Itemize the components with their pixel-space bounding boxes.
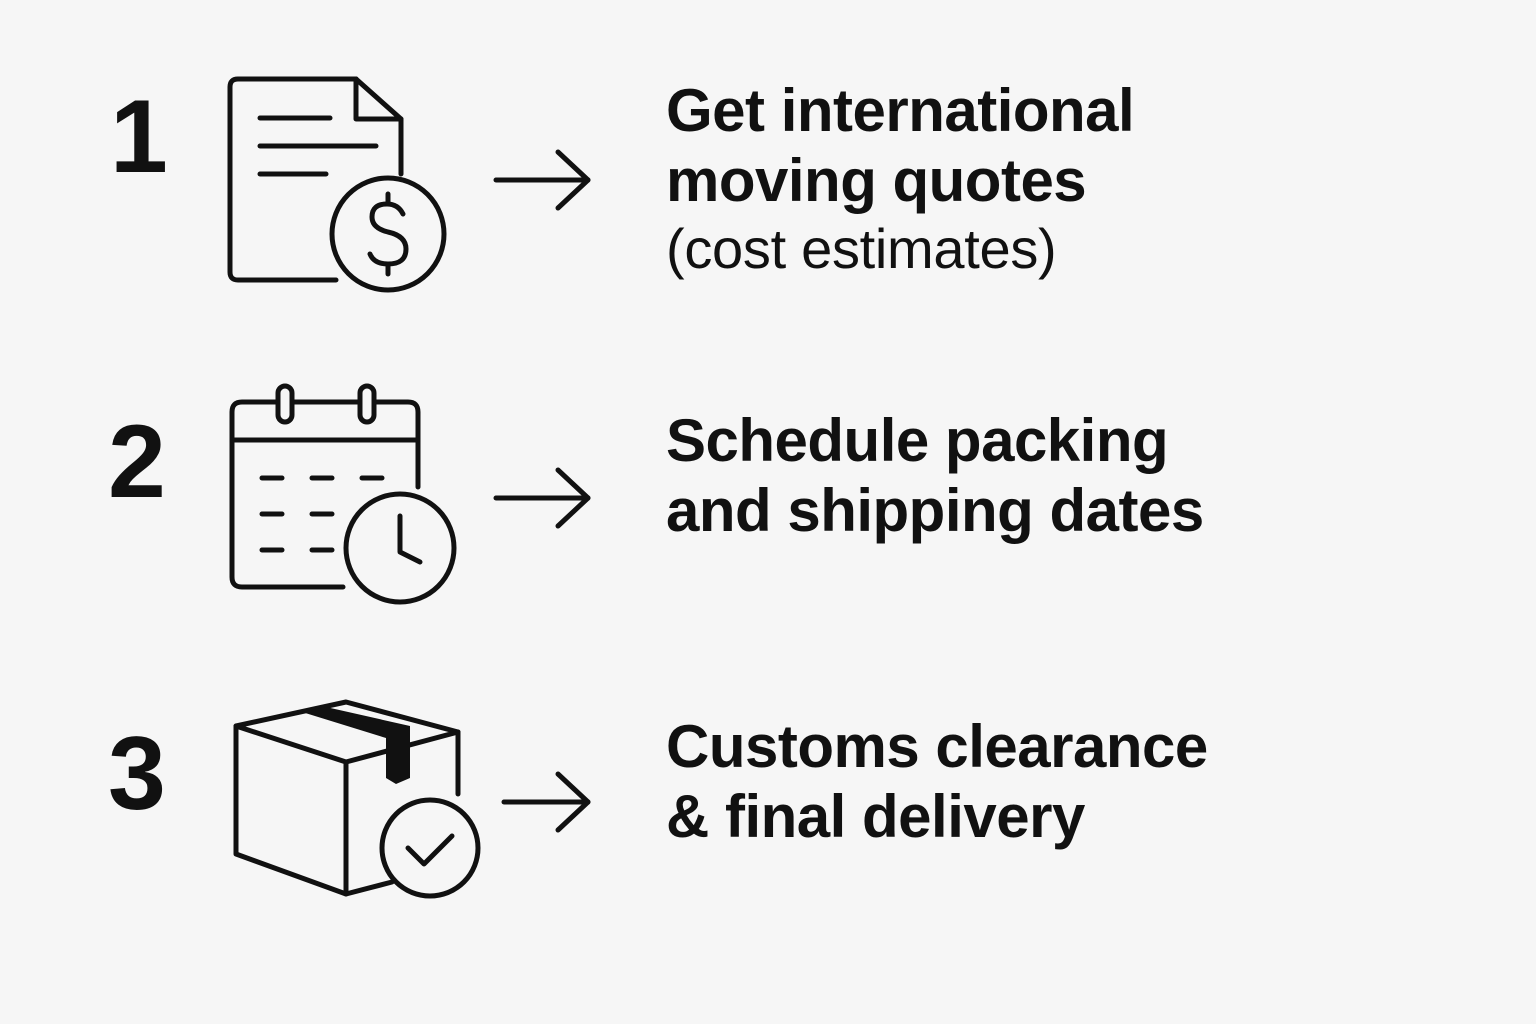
- step-title-line: and shipping dates: [666, 477, 1204, 544]
- step-number: 2: [108, 404, 166, 520]
- step-title-line: Customs clearance: [666, 713, 1208, 780]
- box-check-icon: [232, 698, 486, 900]
- step-title-line: Schedule packing: [666, 407, 1169, 474]
- step-title-line: & final delivery: [666, 783, 1085, 850]
- step-subtitle: (cost estimates): [666, 217, 1057, 280]
- step-title-line: moving quotes: [666, 147, 1087, 214]
- arrow-right-icon: [493, 149, 594, 211]
- step-text: Customs clearance & final delivery: [666, 712, 1208, 852]
- step-number: 1: [110, 79, 168, 195]
- step-text: Schedule packing and shipping dates: [666, 406, 1204, 546]
- calendar-clock-icon: [228, 382, 460, 608]
- step-number: 3: [108, 716, 166, 832]
- step-text: Get international moving quotes (cost es…: [666, 76, 1135, 282]
- step-title-line: Get international: [666, 77, 1135, 144]
- step-1: 1 Get international moving quotes (cost …: [0, 0, 1536, 320]
- arrow-right-icon: [493, 467, 594, 529]
- document-dollar-icon: [226, 74, 456, 296]
- arrow-right-icon: [501, 771, 594, 833]
